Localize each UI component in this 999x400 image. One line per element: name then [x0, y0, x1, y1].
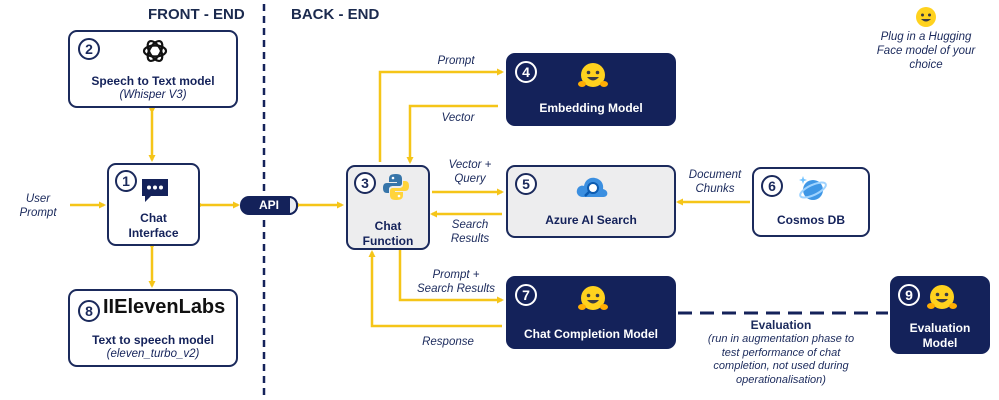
prompt-search-results-label: Prompt +Search Results — [417, 269, 495, 295]
chat-interface-node[interactable]: 1 Chat Interface — [107, 163, 200, 246]
elevenlabs-logo: IIElevenLabs — [103, 296, 226, 318]
api-pipe-end — [288, 196, 298, 215]
node-number: 1 — [115, 170, 137, 192]
front-end-header: FRONT - END — [148, 6, 245, 23]
response-label: Response — [422, 336, 474, 348]
evaluation-title: Evaluation — [750, 318, 812, 332]
node-title: Embedding Model — [539, 101, 643, 115]
cosmos-db-icon — [797, 173, 829, 205]
node-number: 5 — [515, 173, 537, 195]
speech-to-text-node[interactable]: 2 Speech to Text model (Whisper V3) — [68, 30, 238, 108]
azure-search-icon — [575, 173, 609, 203]
node-title: Cosmos DB — [776, 213, 845, 227]
node-number: 3 — [354, 172, 376, 194]
node-title: Text to speech model — [92, 333, 214, 347]
hugging-face-icon — [577, 284, 609, 314]
azure-ai-search-node[interactable]: 5 Azure AI Search — [506, 165, 676, 238]
hugging-face-icon — [577, 61, 609, 91]
vector-label: Vector — [441, 112, 475, 124]
node-title-line2: Function — [362, 234, 414, 248]
node-subtitle: (Whisper V3) — [119, 89, 187, 101]
node-number: 9 — [898, 284, 920, 306]
node-title-line2: Interface — [128, 226, 179, 240]
node-title-line1: Chat — [140, 211, 167, 225]
node-title-line2: Model — [922, 336, 958, 350]
hugging-face-legend-icon — [914, 6, 938, 28]
api-connector: API — [240, 196, 298, 215]
arrow-prompt-search-results — [398, 250, 504, 304]
node-title: Speech to Text model — [91, 74, 215, 88]
arrow-prompt — [378, 68, 504, 162]
hugging-face-icon — [926, 283, 958, 313]
arrow-response — [368, 250, 502, 328]
cosmos-db-node[interactable]: 6 Cosmos DB — [752, 167, 870, 237]
chat-function-node[interactable]: 3 Chat Function — [346, 165, 430, 250]
node-number: 7 — [515, 284, 537, 306]
embedding-model-node[interactable]: 4 Embedding Model — [506, 53, 676, 126]
text-to-speech-node[interactable]: 8 IIElevenLabs Text to speech model (ele… — [68, 289, 238, 367]
node-title: Chat Completion Model — [524, 327, 658, 341]
node-number: 6 — [761, 175, 783, 197]
node-number: 8 — [78, 300, 100, 322]
node-title-line1: Chat — [374, 219, 402, 233]
chat-completion-model-node[interactable]: 7 Chat Completion Model — [506, 276, 676, 349]
back-end-header: BACK - END — [291, 6, 380, 23]
openai-logo-icon — [140, 36, 170, 66]
node-number: 4 — [515, 61, 537, 83]
prompt-label: Prompt — [437, 55, 475, 67]
vector-query-label: Vector +Query — [448, 159, 492, 185]
chat-bubble-icon — [140, 177, 170, 203]
evaluation-model-node[interactable]: 9 Evaluation Model — [890, 276, 990, 354]
evaluation-note: (run in augmentation phase to test perfo… — [707, 333, 855, 386]
node-title-line1: Evaluation — [909, 321, 971, 335]
node-title: Azure AI Search — [545, 213, 637, 227]
python-logo-icon — [381, 172, 411, 202]
node-subtitle: (eleven_turbo_v2) — [106, 348, 200, 360]
arrow-vector — [406, 104, 498, 164]
node-number: 2 — [78, 38, 100, 60]
